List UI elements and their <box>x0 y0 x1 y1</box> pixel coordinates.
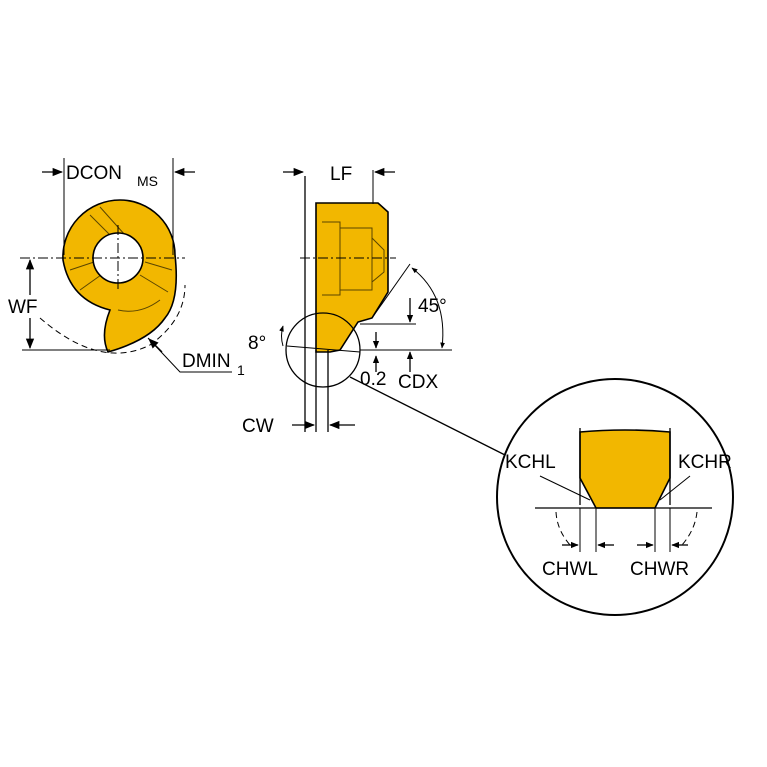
dcon-subscript: MS <box>137 173 158 189</box>
kchr-arc <box>681 511 698 546</box>
dmin-subscript: 1 <box>237 362 245 378</box>
dim02-label: 0.2 <box>360 369 386 390</box>
chwl-label: CHWL <box>542 559 598 580</box>
detail-view: KCHL KCHR CHWL CHWR <box>496 378 734 616</box>
kchl-arc <box>555 511 571 546</box>
dmin-label: DMIN <box>182 351 231 372</box>
angle45-line <box>371 263 411 319</box>
kchr-label: KCHR <box>678 452 732 473</box>
insert-flute-5 <box>139 274 169 293</box>
insert-flute-7 <box>117 299 161 312</box>
front-view: DCON MS WF DMIN 1 <box>8 158 245 378</box>
cdx-label: CDX <box>398 372 438 393</box>
side-hidden-3 <box>371 237 385 283</box>
insert-tip-detail <box>579 429 671 509</box>
chwr-label: CHWR <box>630 559 689 580</box>
kchr-line <box>659 475 691 501</box>
lf-label: LF <box>330 164 352 185</box>
side-hidden-2 <box>340 227 373 291</box>
wf-label: WF <box>8 297 38 318</box>
detail-leader <box>349 376 506 456</box>
angle8-line <box>286 345 361 353</box>
angle8-arc <box>279 325 284 347</box>
angle8-label: 8° <box>248 333 266 354</box>
dmin-arrow <box>148 338 163 353</box>
side-view: LF 8° 45° 0.2 CDX CW <box>242 164 506 456</box>
angle45-label: 45° <box>418 296 447 317</box>
kchl-line <box>539 475 591 501</box>
kchl-label: KCHL <box>505 452 556 473</box>
insert-flute-6 <box>144 261 173 271</box>
angle45-arc <box>411 267 446 349</box>
dcon-label: DCON <box>66 163 122 184</box>
cw-label: CW <box>242 416 274 437</box>
insert-flute-2 <box>99 206 126 236</box>
